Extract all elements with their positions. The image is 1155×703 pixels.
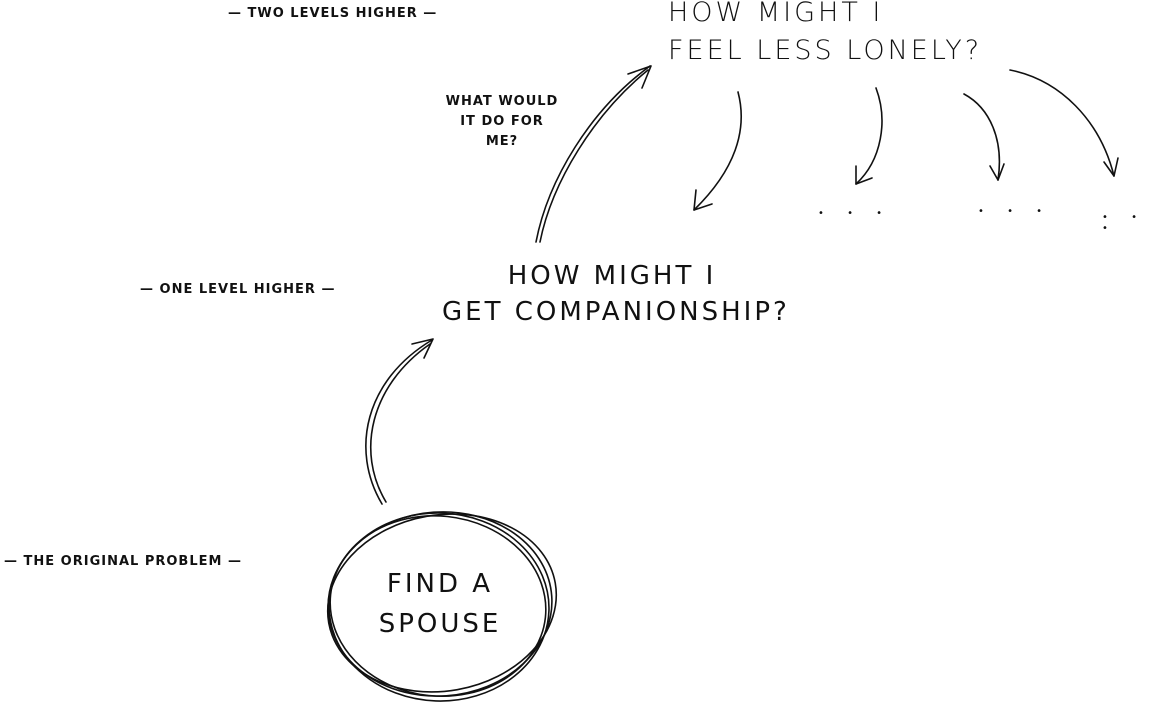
arrow-original-to-mid [365, 338, 434, 505]
branch-placeholder-1: • • • [818, 208, 893, 219]
side-note-line1: WHAT WOULD [445, 94, 559, 109]
mid-question-line1: HOW MIGHT I [507, 261, 717, 291]
original-problem-circle [326, 511, 558, 702]
top-question-line1: HOW MIGHT I [668, 0, 884, 28]
branch-arrow-4 [1009, 69, 1119, 177]
side-note-line2: IT DO FOR [460, 114, 544, 129]
branch-arrow-2 [855, 87, 883, 185]
arrow-mid-to-top [535, 65, 652, 243]
original-problem-line1: FIND A [386, 569, 494, 599]
branch-placeholder-3: • • • [1102, 212, 1147, 234]
branch-placeholder-2: • • • [978, 206, 1053, 217]
mid-question-line2: GET COMPANIONSHIP? [442, 297, 790, 327]
side-note: WHAT WOULD IT DO FOR ME? [432, 92, 572, 152]
level-label-one-higher: — ONE LEVEL HIGHER — [140, 282, 336, 297]
original-problem-line2: SPOUSE [378, 609, 502, 639]
top-question-line2: FEEL LESS LONELY? [668, 35, 983, 66]
mid-question: HOW MIGHT I GET COMPANIONSHIP? [442, 258, 790, 330]
top-question: HOW MIGHT I FEEL LESS LONELY? [668, 0, 982, 70]
branch-arrow-1 [693, 91, 742, 211]
branch-arrow-3 [963, 93, 1005, 181]
level-label-two-higher: — TWO LEVELS HIGHER — [228, 6, 438, 21]
side-note-line3: ME? [485, 134, 519, 149]
original-problem: FIND A SPOUSE [360, 564, 520, 644]
level-label-original: — THE ORIGINAL PROBLEM — [4, 554, 242, 569]
